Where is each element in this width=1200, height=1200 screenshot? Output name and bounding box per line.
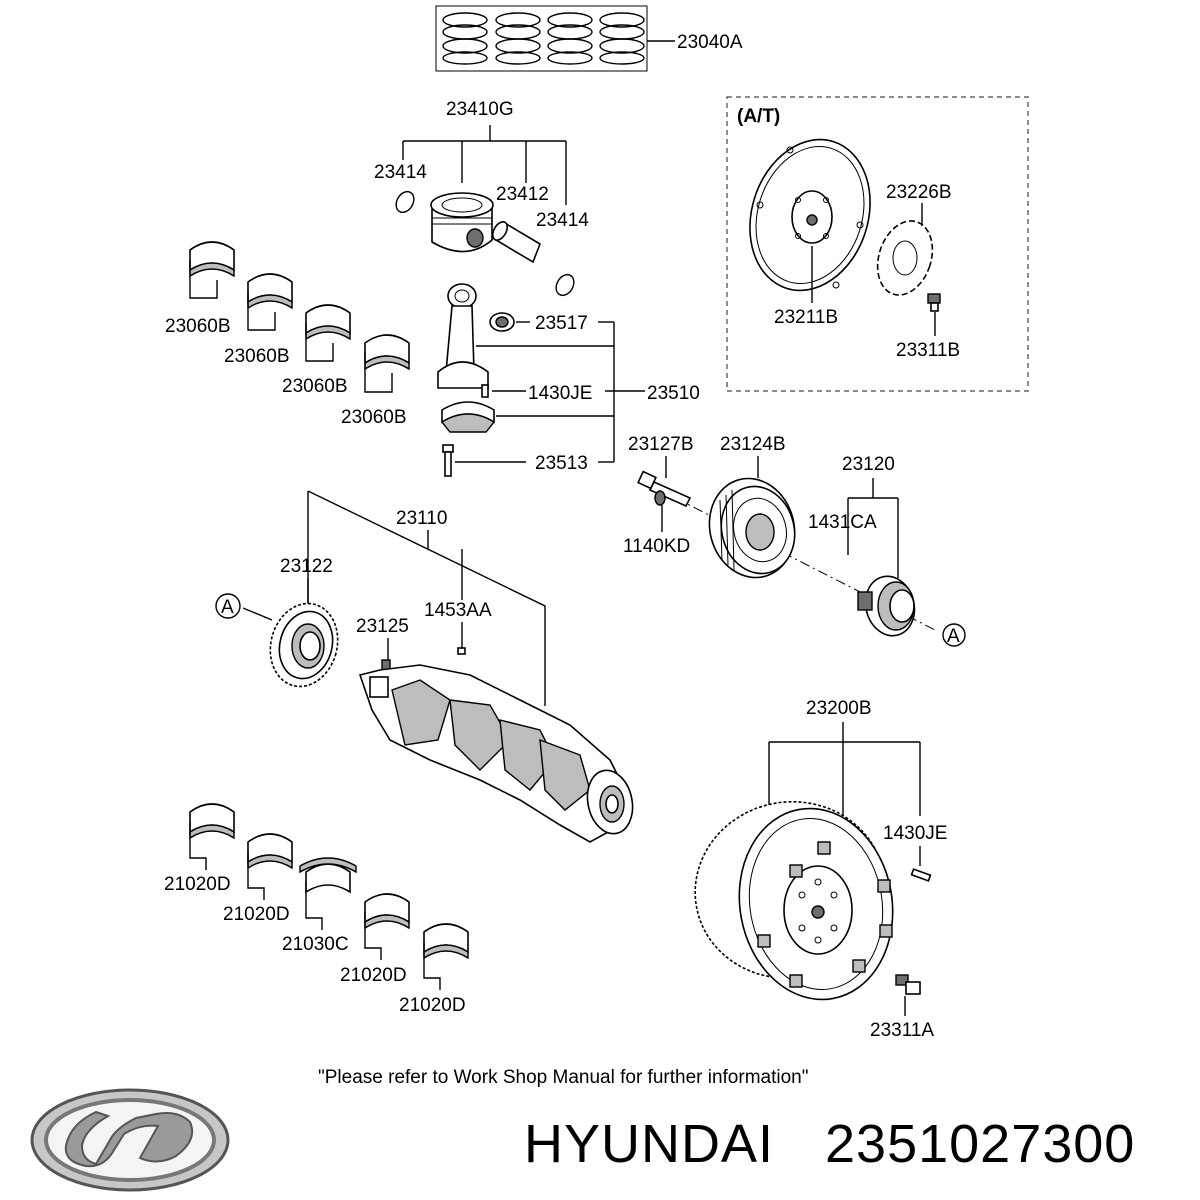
rod-pin-part [481,384,489,398]
crankshaft-part [358,664,634,843]
label-crank-pin: 1453AA [424,600,492,621]
label-rod-bushing: 23517 [535,313,588,334]
label-upper-bearing-3: 23060B [282,376,348,397]
label-main-bearing-4: 21020D [399,995,466,1016]
label-thrust-bearing: 21030C [282,934,349,955]
label-drive-plate-bolt: 23311B [896,340,960,361]
label-main-bearing-3: 21020D [340,965,407,986]
piston-rings-set [435,5,675,72]
label-snap-ring-left: 23414 [374,162,427,183]
crank-front-sprocket-part [857,575,916,637]
label-upper-bearing-2: 23060B [224,346,290,367]
label-damper-washer: 1140KD [623,536,690,557]
label-damper-bolt: 23127B [628,434,694,455]
main-bearing-shells [189,803,469,990]
piston-leader-lines [402,125,567,205]
flywheel-part [694,800,894,1001]
ref-marker-a-right [942,623,966,647]
drive-plate-part [749,138,871,292]
label-flywheel-bolt: 23311A [870,1020,934,1041]
piston-part [430,192,494,253]
snap-ring-left-part [395,190,415,214]
damper-bolt-part [637,470,692,508]
label-key: 1431CA [808,512,877,533]
label-crank-sprocket: 23122 [280,556,333,577]
conrod-part [437,283,489,389]
label-flywheel: 23200B [806,698,872,719]
ref-marker-a-left [215,593,241,619]
crank-sprocket-part [269,602,339,688]
label-flywheel-pin: 1430JE [883,823,947,844]
crank-leader-lines [242,490,546,706]
workshop-note: "Please refer to Work Shop Manual for fu… [318,1067,808,1088]
label-sprocket-group: 23120 [842,454,895,475]
label-piston-assy: 23410G [446,99,514,120]
footer-brand: HYUNDAI [524,1114,774,1174]
label-drive-plate: 23211B [774,307,838,328]
label-adapter-plate: 23226B [886,182,952,203]
adapter-plate-part [876,220,934,296]
label-upper-bearing-4: 23060B [341,407,407,428]
label-snap-ring-right: 23414 [536,210,589,231]
label-at-group: (A/T) [737,106,780,127]
label-conrod-assy: 23510 [647,383,700,404]
snap-ring-right-part [555,273,575,297]
upper-bearing-shells [189,241,410,393]
damper-leader-lines [661,456,899,578]
label-piston-pin: 23412 [496,184,549,205]
footer-part-number: 2351027300 [825,1114,1135,1174]
damper-washer-part [654,490,666,506]
hyundai-logo [30,1088,230,1192]
label-damper-pulley: 23124B [720,434,786,455]
label-crank-key: 23125 [356,616,409,637]
label-rod-bolt: 23513 [535,453,588,474]
rod-bushing-part [489,312,515,332]
crank-pin-part [457,647,466,655]
ref-a-left-text: A [221,597,234,618]
label-main-bearing-2: 21020D [223,904,290,925]
piston-pin-part [491,220,541,264]
ref-a-right-text: A [947,626,960,647]
drive-plate-bolt-part [927,293,941,312]
flywheel-pin-part [910,868,932,882]
label-main-bearing-1: 21020D [164,874,231,895]
rod-cap-part [440,401,496,433]
flywheel-bolt-part [895,974,921,995]
rod-bolt-part [442,444,454,477]
at-leader-lines [811,203,936,336]
damper-pulley-part [708,477,796,579]
label-upper-bearing-1: 23060B [165,316,231,337]
label-crankshaft: 23110 [396,508,447,529]
label-rod-pin: 1430JE [528,383,592,404]
label-piston-rings: 23040A [677,32,743,53]
conrod-leader-lines [455,321,645,463]
